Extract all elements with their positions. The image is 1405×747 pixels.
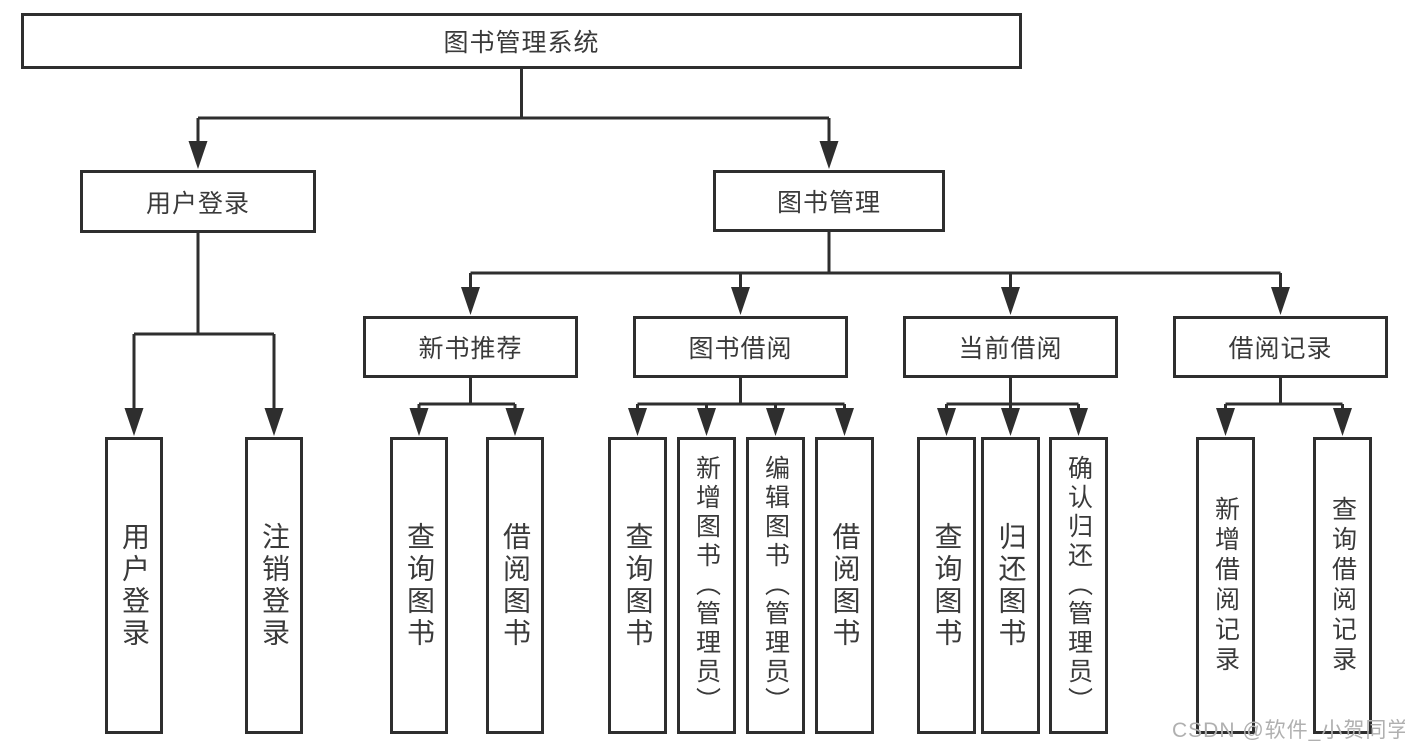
leaf-user-login: 用户登录	[105, 437, 163, 734]
leaf-bw-edit-book-admin: 编辑图书（管理员）	[746, 437, 805, 734]
leaf-nb-borrow-book: 借阅图书	[486, 437, 544, 734]
node-book-borrow: 图书借阅	[633, 316, 848, 378]
leaf-bw-borrow-book: 借阅图书	[815, 437, 874, 734]
node-current-borrow: 当前借阅	[903, 316, 1118, 378]
leaf-bw-add-book-admin: 新增图书（管理员）	[677, 437, 736, 734]
leaf-cur-return-book: 归还图书	[981, 437, 1040, 734]
leaf-rec-query-record: 查询借阅记录	[1313, 437, 1372, 734]
leaf-cur-confirm-return-admin: 确认归还（管理员）	[1049, 437, 1108, 734]
node-user-login: 用户登录	[80, 170, 316, 233]
node-book-management: 图书管理	[713, 170, 945, 232]
leaf-rec-add-record: 新增借阅记录	[1196, 437, 1255, 734]
node-new-book-recommend: 新书推荐	[363, 316, 578, 378]
node-root: 图书管理系统	[21, 13, 1022, 69]
watermark-text: CSDN @软件_小贺同学	[1172, 719, 1405, 742]
leaf-cur-query-book: 查询图书	[917, 437, 976, 734]
connector-paths	[132, 68, 1344, 411]
node-borrow-records: 借阅记录	[1173, 316, 1388, 378]
leaf-logout: 注销登录	[245, 437, 303, 734]
leaf-nb-query-book: 查询图书	[390, 437, 448, 734]
arrowheads	[124, 141, 1352, 436]
leaf-bw-query-book: 查询图书	[608, 437, 667, 734]
